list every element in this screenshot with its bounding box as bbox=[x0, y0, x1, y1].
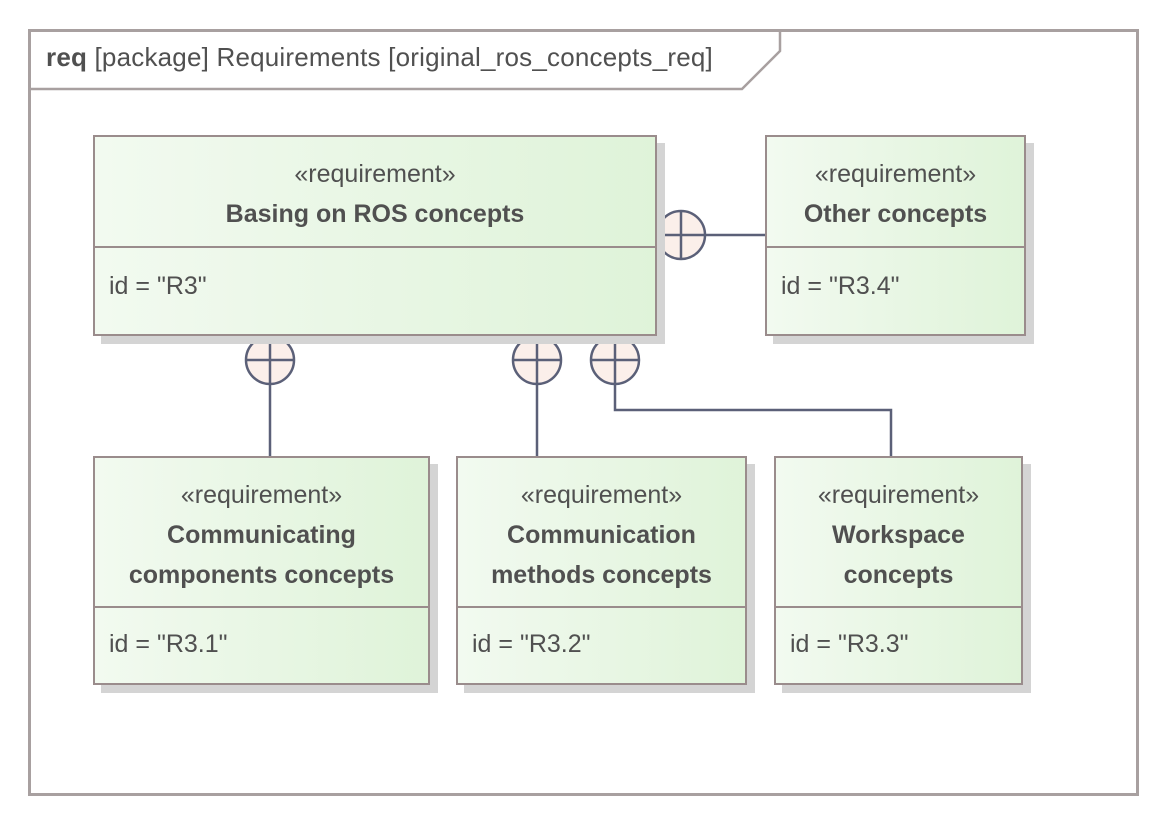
requirement-name-line-1: Workspace bbox=[832, 521, 965, 549]
requirement-r3-2[interactable]: «requirement» Communication methods conc… bbox=[456, 456, 747, 685]
requirement-header: «requirement» Workspace concepts bbox=[776, 458, 1021, 608]
requirement-name-line-1: Communication bbox=[507, 521, 696, 549]
requirement-stereotype: «requirement» bbox=[817, 481, 980, 509]
requirement-r3-4[interactable]: «requirement» Other concepts id = "R3.4" bbox=[765, 135, 1026, 336]
frame-keyword: req bbox=[46, 42, 88, 72]
requirement-id: id = "R3" bbox=[109, 272, 207, 300]
requirement-header: «requirement» Communicating components c… bbox=[95, 458, 428, 608]
requirement-id: id = "R3.2" bbox=[472, 630, 591, 658]
containment-symbol-r3-1 bbox=[244, 334, 296, 386]
requirement-name: Other concepts bbox=[803, 200, 988, 228]
requirement-name-line-1: Communicating bbox=[167, 521, 356, 549]
requirement-r3[interactable]: «requirement» Basing on ROS concepts id … bbox=[93, 135, 657, 336]
requirement-stereotype: «requirement» bbox=[180, 481, 343, 509]
requirement-name: Basing on ROS concepts bbox=[225, 200, 525, 228]
containment-symbol-r3-3 bbox=[589, 334, 641, 386]
frame-title-text: [package] Requirements [original_ros_con… bbox=[94, 42, 713, 72]
requirement-id: id = "R3.1" bbox=[109, 630, 228, 658]
requirement-id: id = "R3.4" bbox=[781, 272, 900, 300]
containment-symbol-r3-2 bbox=[511, 334, 563, 386]
requirement-stereotype: «requirement» bbox=[520, 481, 683, 509]
requirement-r3-1[interactable]: «requirement» Communicating components c… bbox=[93, 456, 430, 685]
requirement-header: «requirement» Other concepts bbox=[767, 137, 1024, 248]
requirement-name-line-2: methods concepts bbox=[491, 561, 712, 589]
requirement-name-line-2: components concepts bbox=[128, 561, 395, 589]
frame-title-tab-border bbox=[31, 32, 782, 91]
frame-title: req [package] Requirements [original_ros… bbox=[46, 42, 713, 73]
requirement-header: «requirement» Communication methods conc… bbox=[458, 458, 745, 608]
containment-symbol-r3-4 bbox=[655, 209, 707, 261]
requirement-stereotype: «requirement» bbox=[294, 160, 456, 188]
requirement-stereotype: «requirement» bbox=[814, 160, 977, 188]
requirement-name-line-2: concepts bbox=[843, 561, 954, 589]
requirement-id: id = "R3.3" bbox=[790, 630, 909, 658]
requirement-header: «requirement» Basing on ROS concepts bbox=[95, 137, 655, 248]
connector-line-r3-3 bbox=[613, 384, 893, 457]
requirement-r3-3[interactable]: «requirement» Workspace concepts id = "R… bbox=[774, 456, 1023, 685]
